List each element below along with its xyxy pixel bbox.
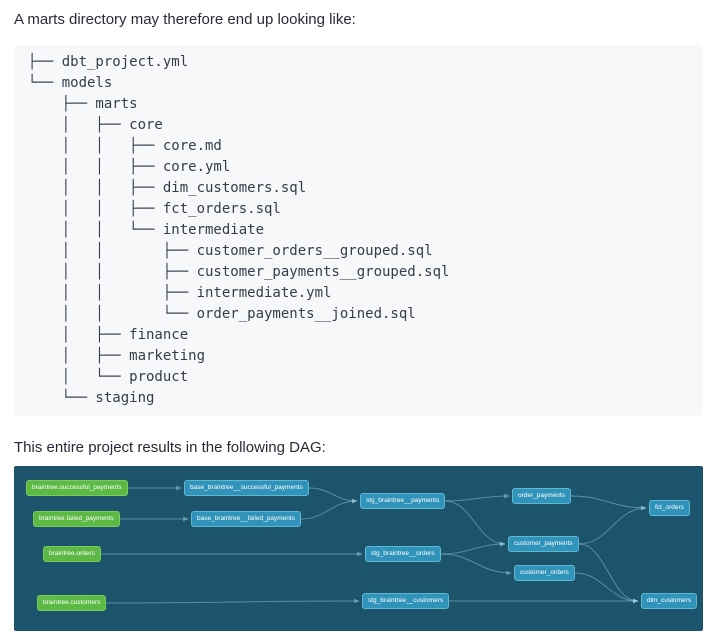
dag-node-fct_orders: fct_orders xyxy=(649,500,690,516)
dag-node-order_payments: order_payments xyxy=(512,488,571,504)
dag-node-base_braintree__failed_payments: base_braintree__failed_payments xyxy=(191,511,301,527)
dag-node-base_braintree__successful_payments: base_braintree__successful_payments xyxy=(184,480,309,496)
dag-node-stg_braintree__customers: stg_braintree__customers xyxy=(362,593,450,609)
dag-node-braintree_orders: braintree.orders xyxy=(43,546,101,562)
intro-text: A marts directory may therefore end up l… xyxy=(14,11,356,28)
dag-edge-stg_braintree__orders-to-customer_orders xyxy=(440,553,512,576)
dag-node-braintree_failed_payments: braintree.failed_payments xyxy=(33,511,120,527)
dag-node-customer_payments: customer_payments xyxy=(508,536,579,552)
dag-image: braintree.successful_payments base_braint… xyxy=(14,466,703,631)
dag-edge-base_braintree__successful_payments-to-stg_braintree__payments xyxy=(308,487,358,504)
dag-edge-customer_orders-to-dim_customers xyxy=(574,572,639,604)
dag-edge-customer_payments-to-fct_orders xyxy=(578,505,647,545)
dag-intro-text: This entire project results in the follo… xyxy=(14,439,326,456)
dag-edge-braintree_customers-to-stg_braintree__customers xyxy=(105,598,360,604)
dag-edge-stg_braintree__payments-to-order_payments xyxy=(444,493,510,502)
directory-tree-code-block: ├── dbt_project.yml └── models ├── marts… xyxy=(14,45,703,416)
dag-node-braintree_customers: braintree.customers xyxy=(37,595,107,611)
dag-node-braintree_successful_payments: braintree.successful_payments xyxy=(26,480,128,496)
dag-edge-stg_braintree__payments-to-customer_payments xyxy=(444,500,506,547)
dag-node-customer_orders: customer_orders xyxy=(514,565,575,581)
dag-edge-customer_payments-to-dim_customers xyxy=(578,543,639,604)
dag-edge-stg_braintree__orders-to-customer_payments xyxy=(440,541,506,555)
dag-edge-order_payments-to-fct_orders xyxy=(570,495,647,511)
dag-edge-base_braintree__failed_payments-to-stg_braintree__payments xyxy=(300,498,358,520)
dag-edges xyxy=(100,485,647,604)
dag-node-dim_customers: dim_customers xyxy=(641,593,698,609)
dag-node-stg_braintree__payments: stg_braintree__payments xyxy=(360,493,446,509)
dag-node-stg_braintree__orders: stg_braintree__orders xyxy=(365,546,441,562)
